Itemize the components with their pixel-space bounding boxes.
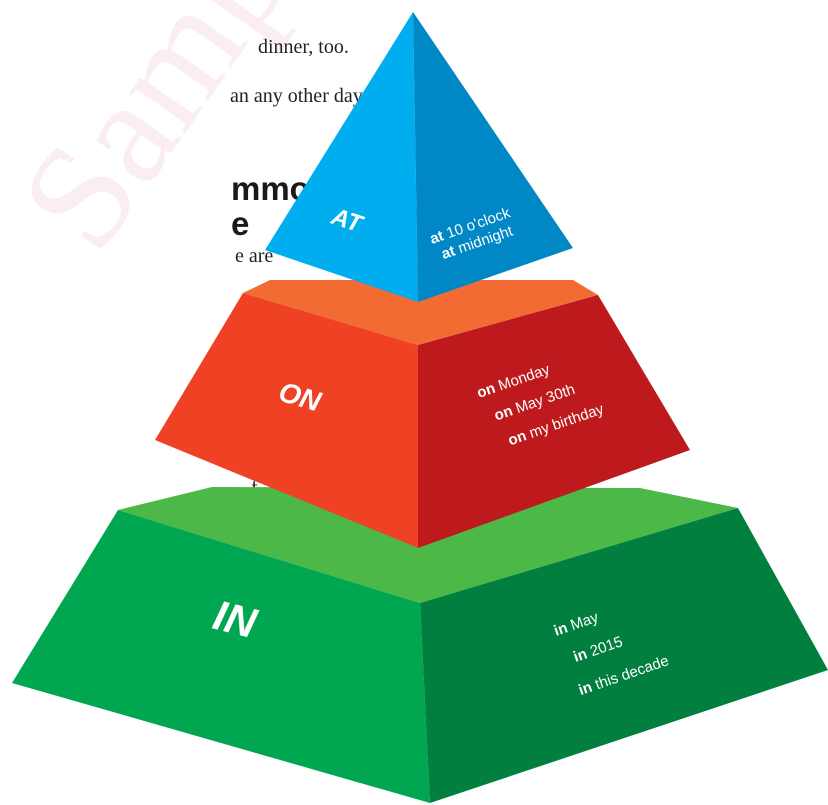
- tier-at-left-face: [265, 12, 418, 302]
- tier-in-left-face: [12, 510, 430, 803]
- tier-at-right-face: [413, 12, 573, 302]
- tier-on-top-face: [243, 280, 598, 345]
- tier-on-left-face: [155, 293, 418, 548]
- tier-on: [155, 280, 690, 548]
- tier-in-example-1: in May: [552, 609, 601, 640]
- body-text-line-2: an any other day.: [230, 85, 367, 107]
- tier-in: [12, 487, 828, 803]
- tier-on-right-face: [418, 295, 690, 548]
- tier-in-right-face: [420, 508, 828, 803]
- body-text-line-3: e are: [235, 245, 274, 267]
- section-heading-line-2: e: [231, 205, 250, 242]
- tier-in-top-face: [118, 487, 738, 603]
- tier-at: [265, 12, 573, 302]
- body-text-line-1: dinner, too.: [258, 36, 349, 58]
